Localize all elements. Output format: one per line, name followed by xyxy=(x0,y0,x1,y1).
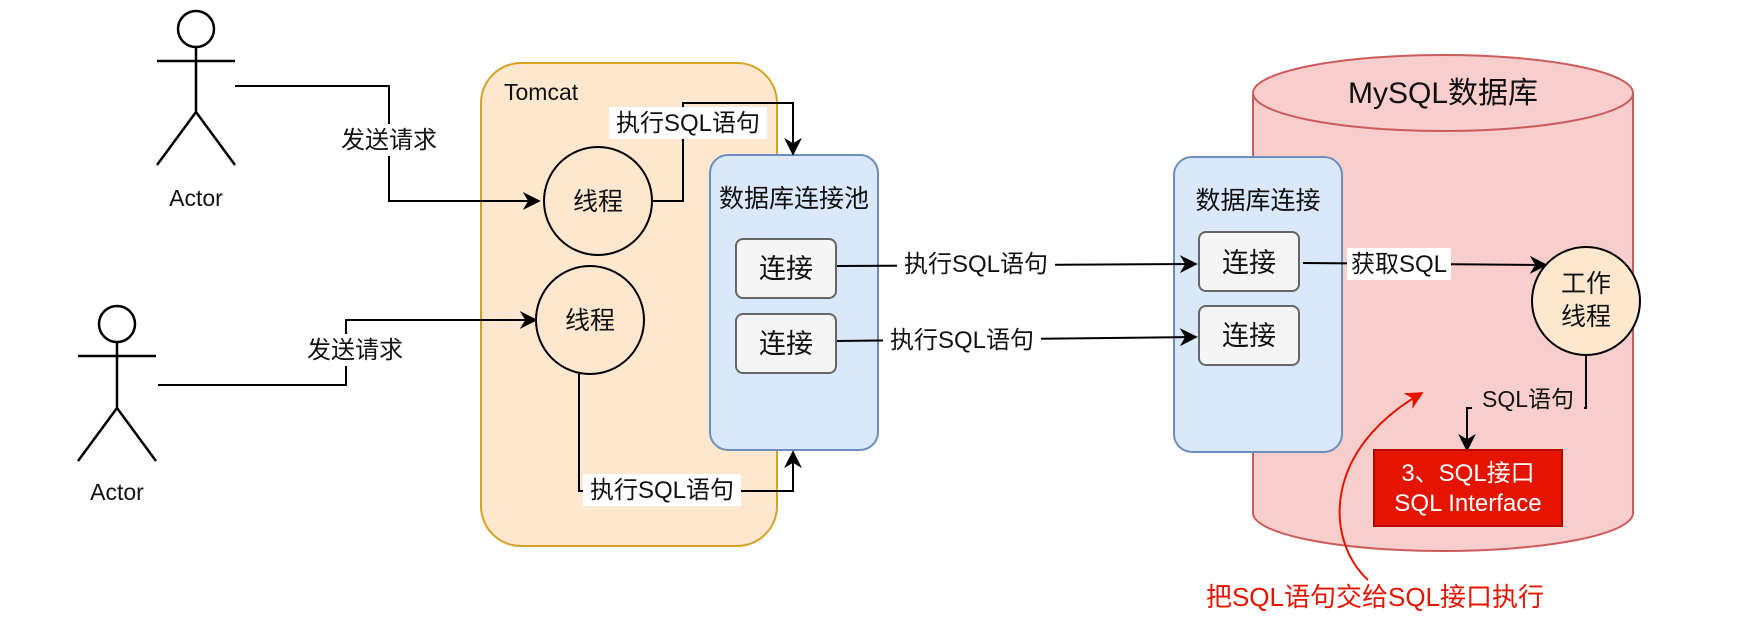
edge-label-exec-sql-mid-2: 执行SQL语句 xyxy=(890,327,1034,354)
sql-interface-line1: 3、SQL接口 xyxy=(1401,460,1534,487)
annotation-text: 把SQL语句交给SQL接口执行 xyxy=(1206,582,1544,612)
worker-thread-node xyxy=(1531,246,1641,356)
sql-interface-line2: SQL Interface xyxy=(1394,490,1541,517)
edge-label-exec-sql-bottom: 执行SQL语句 xyxy=(590,477,734,504)
actor-1-label: Actor xyxy=(169,185,223,211)
worker-thread-line1: 工作 xyxy=(1561,270,1611,298)
edge-label-send-request-1: 发送请求 xyxy=(341,127,437,154)
edge-thread1-pool xyxy=(652,102,802,202)
db-connection-1 xyxy=(1198,231,1300,292)
db-connection-1-label: 连接 xyxy=(1222,248,1276,278)
thread-2-label: 线程 xyxy=(565,307,615,335)
pool-connection-1 xyxy=(735,238,837,299)
actor-2 xyxy=(76,304,158,462)
actor-1 xyxy=(155,9,237,166)
edge-label-get-sql: 获取SQL xyxy=(1351,251,1447,278)
db-connection-2 xyxy=(1198,305,1300,366)
thread-node-1 xyxy=(543,146,653,256)
pool-connection-1-label: 连接 xyxy=(759,254,813,284)
tomcat-title: Tomcat xyxy=(504,79,579,105)
pool-connection-2-label: 连接 xyxy=(759,329,813,359)
edge-label-sql-statement: SQL语句 xyxy=(1482,386,1574,412)
edge-label-exec-sql-mid-1: 执行SQL语句 xyxy=(904,251,1048,278)
db-connection-2-label: 连接 xyxy=(1222,321,1276,351)
database-title: MySQL数据库 xyxy=(1348,77,1538,110)
mysql-database-cylinder xyxy=(1252,54,1634,552)
sql-interface-box xyxy=(1373,449,1563,527)
annotation-arrow xyxy=(1338,392,1424,581)
pool-connection-2 xyxy=(735,313,837,374)
worker-thread-line2: 线程 xyxy=(1561,303,1611,331)
db-connection-title: 数据库连接 xyxy=(1195,187,1320,215)
thread-1-label: 线程 xyxy=(573,188,623,216)
edge-label-exec-sql-top: 执行SQL语句 xyxy=(616,110,760,137)
connection-pool-title: 数据库连接池 xyxy=(719,185,869,213)
db-connection-box xyxy=(1173,156,1343,453)
actor-2-label: Actor xyxy=(90,479,144,505)
thread-node-2 xyxy=(535,265,645,375)
edge-label-send-request-2: 发送请求 xyxy=(307,337,403,364)
